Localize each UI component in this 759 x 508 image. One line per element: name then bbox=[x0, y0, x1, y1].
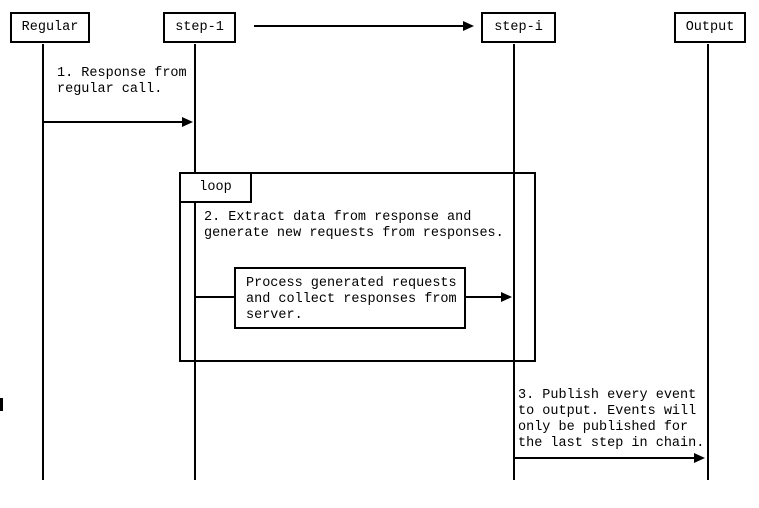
message-2-label: 2. Extract data from response and genera… bbox=[204, 210, 504, 241]
arrow-step1-to-process-line bbox=[195, 296, 234, 298]
message-3-arrow-line bbox=[514, 457, 694, 459]
message-3-arrow-head-icon bbox=[694, 453, 705, 463]
lifeline-regular bbox=[42, 44, 44, 480]
arrow-step1-to-stepi-line bbox=[254, 25, 463, 27]
left-edge-clipped-mark bbox=[0, 398, 3, 411]
process-box: Process generated requests and collect r… bbox=[234, 267, 466, 329]
message-1-arrow-head-icon bbox=[182, 117, 193, 127]
lifeline-head-regular: Regular bbox=[10, 12, 90, 43]
lifeline-head-step-1: step-1 bbox=[163, 12, 236, 43]
lifeline-step-i bbox=[513, 44, 515, 480]
loop-fragment-box bbox=[179, 172, 536, 362]
lifeline-step-1 bbox=[194, 44, 196, 480]
lifeline-head-step-i: step-i bbox=[481, 12, 556, 43]
lifeline-head-output-label: Output bbox=[685, 19, 735, 35]
message-1-label: 1. Response from regular call. bbox=[57, 66, 187, 97]
loop-fragment-label: loop bbox=[199, 179, 232, 195]
arrow-process-to-stepi-line bbox=[466, 296, 502, 298]
lifeline-head-step-i-label: step-i bbox=[494, 19, 543, 35]
lifeline-head-step-1-label: step-1 bbox=[175, 19, 224, 35]
message-1-arrow-line bbox=[43, 121, 182, 123]
loop-fragment-label-box: loop bbox=[179, 172, 252, 203]
message-3-label: 3. Publish every event to output. Events… bbox=[518, 388, 705, 451]
arrow-step1-to-stepi-head-icon bbox=[463, 21, 474, 31]
lifeline-head-output: Output bbox=[674, 12, 746, 43]
arrow-process-to-stepi-head-icon bbox=[501, 292, 512, 302]
lifeline-head-regular-label: Regular bbox=[21, 19, 79, 35]
lifeline-output bbox=[707, 44, 709, 480]
